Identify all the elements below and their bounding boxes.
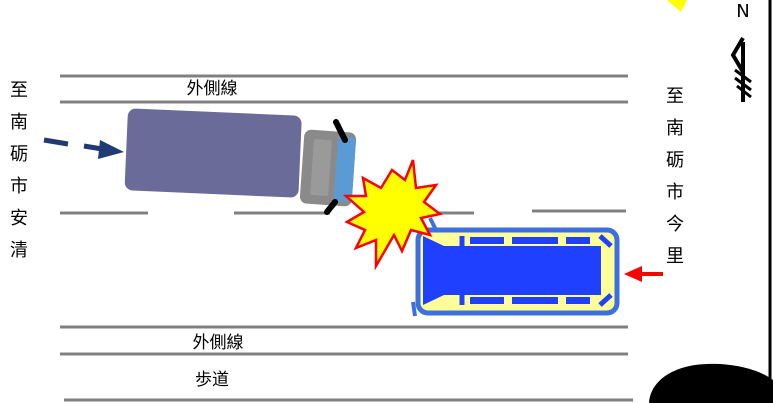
left-dest-char: 至 bbox=[10, 80, 28, 101]
car-window-top-3 bbox=[566, 237, 590, 244]
compass-arrow-head bbox=[730, 36, 745, 74]
yellow-corner-shape bbox=[667, 0, 687, 12]
collision-burst-icon bbox=[342, 159, 443, 271]
right-destination: 至 南 砺 市 今 里 bbox=[666, 86, 684, 267]
car-window-bottom-2 bbox=[512, 297, 558, 304]
car-rear-window-bottom bbox=[598, 293, 613, 307]
road-lines bbox=[60, 74, 633, 402]
left-travel-arrow bbox=[43, 137, 124, 159]
truck-side-window bbox=[310, 139, 332, 196]
left-dest-char: 南 bbox=[10, 112, 28, 133]
left-arrow-head bbox=[98, 140, 124, 159]
right-dest-char: 砺 bbox=[666, 150, 684, 171]
right-travel-arrow bbox=[624, 266, 663, 282]
black-corner-shape bbox=[649, 363, 773, 403]
sidewalk-label: 歩道 bbox=[195, 370, 229, 390]
compass: N bbox=[730, 0, 772, 380]
outer-line-top-label: 外側線 bbox=[187, 79, 238, 99]
right-dest-char: 市 bbox=[666, 182, 684, 203]
car bbox=[411, 217, 620, 317]
right-dest-char: 今 bbox=[666, 214, 684, 235]
left-dest-char: 清 bbox=[10, 240, 28, 261]
truck-mirror-bottom bbox=[324, 199, 338, 215]
right-dest-char: 南 bbox=[666, 118, 684, 139]
car-window-top-2 bbox=[512, 237, 558, 244]
car-roof bbox=[444, 246, 601, 295]
compass-tick-2 bbox=[734, 76, 752, 92]
car-window-bottom-1 bbox=[470, 297, 504, 304]
right-dest-char: 里 bbox=[666, 246, 684, 267]
car-window-bottom-3 bbox=[566, 297, 590, 304]
car-rear-window-top bbox=[598, 234, 613, 248]
truck-cargo-body bbox=[124, 108, 302, 198]
left-dest-char: 砺 bbox=[10, 144, 28, 165]
car-front-window bbox=[423, 236, 444, 305]
truck-windshield bbox=[333, 136, 356, 202]
truck bbox=[124, 108, 357, 215]
compass-north-label: N bbox=[736, 1, 749, 22]
compass-tick-1 bbox=[734, 68, 752, 84]
compass-tick-3 bbox=[736, 84, 752, 99]
car-mirror-bottom bbox=[411, 301, 417, 317]
car-window-top-1 bbox=[470, 237, 504, 244]
left-destination: 至 南 砺 市 安 清 bbox=[10, 80, 28, 261]
right-arrow-head bbox=[624, 266, 642, 282]
left-dest-char: 市 bbox=[10, 176, 28, 197]
right-dest-char: 至 bbox=[666, 86, 684, 107]
left-dest-char: 安 bbox=[10, 208, 28, 229]
outer-line-bottom-label: 外側線 bbox=[193, 333, 244, 353]
truck-mirror-top bbox=[333, 119, 348, 143]
